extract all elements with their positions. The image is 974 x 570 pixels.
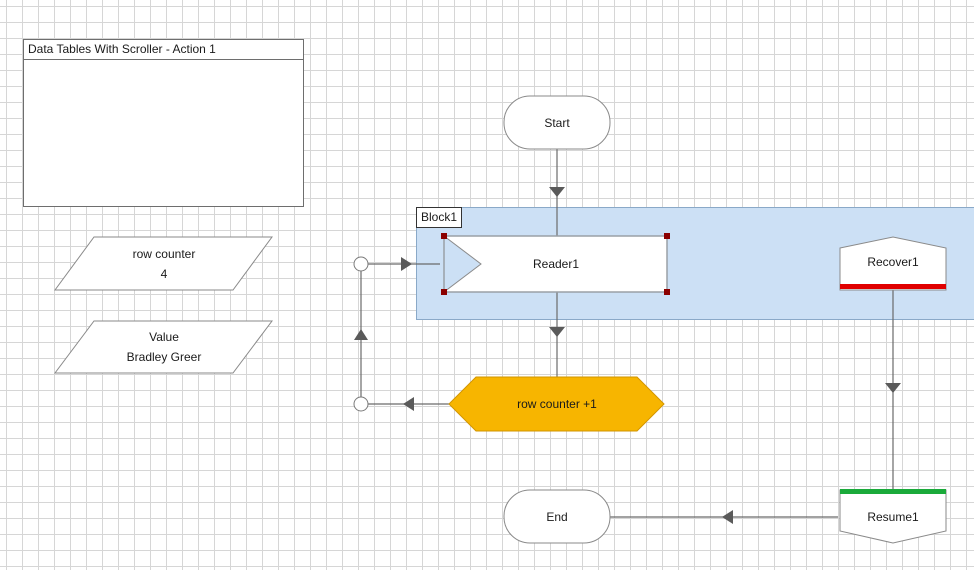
recover-status-bar (840, 284, 946, 289)
variable-value-name: Value (149, 330, 179, 344)
handle-top-left (441, 233, 447, 239)
variable-value: Value Bradley Greer (74, 325, 254, 369)
handle-top-right (664, 233, 670, 239)
start-node-label: Start (544, 115, 570, 130)
handle-bottom-left (441, 289, 447, 295)
variable-value-shape[interactable] (54, 320, 273, 374)
end-node-label: End (546, 509, 568, 524)
arrow-down-start (549, 187, 565, 197)
loop-junction-top[interactable] (353, 256, 369, 272)
arrow-right-loop (401, 257, 412, 271)
end-node: End (504, 490, 610, 543)
calc-node: row counter +1 (470, 377, 644, 431)
variable-row-counter-shape[interactable] (54, 236, 273, 291)
arrow-left-resume (722, 510, 733, 524)
reader-selection-outline (443, 235, 668, 293)
resume-status-bar (840, 489, 946, 494)
start-node-shape[interactable] (503, 95, 611, 150)
calc-node-shape[interactable] (448, 376, 665, 432)
variable-value-value: Bradley Greer (126, 350, 202, 364)
block-label[interactable]: Block1 (416, 207, 463, 228)
recover-node-label: Recover1 (867, 255, 919, 269)
arrow-up-loop (354, 329, 368, 340)
resume-node-label: Resume1 (867, 510, 919, 524)
resume-node: Resume1 (840, 496, 946, 538)
arrow-down-recover (885, 383, 901, 393)
end-node-shape[interactable] (503, 489, 611, 544)
variable-row-counter-value: 4 (160, 267, 168, 281)
arrow-down-reader (549, 327, 565, 337)
loop-junction-bottom[interactable] (353, 396, 369, 412)
connectors (360, 149, 894, 518)
recover-node-shape[interactable] (839, 236, 947, 291)
start-node: Start (504, 96, 610, 149)
recover-node: Recover1 (840, 240, 946, 284)
handle-bottom-right (664, 289, 670, 295)
arrowheads (354, 187, 901, 524)
variable-row-counter: row counter 4 (74, 242, 254, 286)
reader-selection-handles[interactable] (441, 233, 670, 295)
calc-node-label: row counter +1 (517, 397, 597, 411)
action-title: Data Tables With Scroller - Action 1 (24, 40, 303, 60)
reader-node-label: Reader1 (532, 257, 580, 271)
variable-row-counter-name: row counter (132, 247, 196, 261)
arrow-left-calc (403, 397, 414, 411)
action-title-box: Data Tables With Scroller - Action 1 (23, 39, 304, 207)
reader-node: Reader1 (481, 236, 631, 292)
